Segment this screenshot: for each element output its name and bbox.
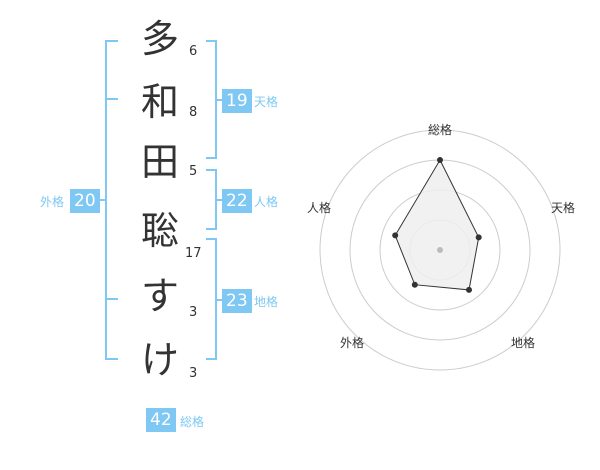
- radar-point-3: [466, 286, 472, 293]
- stroke-count-4: 17: [185, 246, 202, 261]
- jinkaku-label: 人格: [254, 195, 279, 209]
- stroke-count-2: 8: [189, 105, 198, 120]
- chikaku-label: 地格: [254, 295, 279, 309]
- gaikaku-label: 外格: [40, 195, 65, 209]
- name-char-2: 和: [140, 80, 179, 124]
- name-char-5: す: [140, 274, 179, 318]
- stroke-count-1: 6: [189, 44, 198, 59]
- tenkaku-label: 天格: [254, 95, 279, 109]
- jinkaku-badge: 22: [222, 189, 252, 213]
- chikaku-badge: 23: [222, 289, 252, 313]
- radar-axis-label-gaikaku: 外格: [340, 336, 365, 350]
- name-char-1: 多: [140, 17, 179, 61]
- radar-polygon: [394, 158, 480, 291]
- soukaku-label: 総格: [180, 415, 205, 429]
- radar-point-2: [475, 234, 482, 241]
- name-char-4: 聡: [140, 209, 179, 253]
- radar-ring: [319, 129, 561, 371]
- stroke-count-5: 3: [189, 305, 198, 320]
- radar-axis-label-soukaku: 総格: [428, 123, 453, 137]
- radar-axis-label-jinkaku: 人格: [307, 201, 332, 215]
- radar-point-5: [392, 232, 399, 239]
- gaikaku-badge: 20: [70, 189, 100, 213]
- radar-axis-label-tenkaku: 天格: [551, 201, 576, 215]
- radar-center-dot: [437, 247, 443, 253]
- tenkaku-badge: 19: [222, 89, 252, 113]
- name-char-3: 田: [140, 140, 179, 184]
- soukaku-badge: 42: [146, 408, 176, 432]
- stroke-count-6: 3: [189, 366, 198, 381]
- name-char-6: け: [140, 338, 179, 382]
- stroke-count-3: 5: [189, 164, 198, 179]
- radar-point-4: [411, 281, 418, 288]
- radar-axis-label-chikaku: 地格: [511, 336, 536, 350]
- radar-point-1: [437, 157, 443, 163]
